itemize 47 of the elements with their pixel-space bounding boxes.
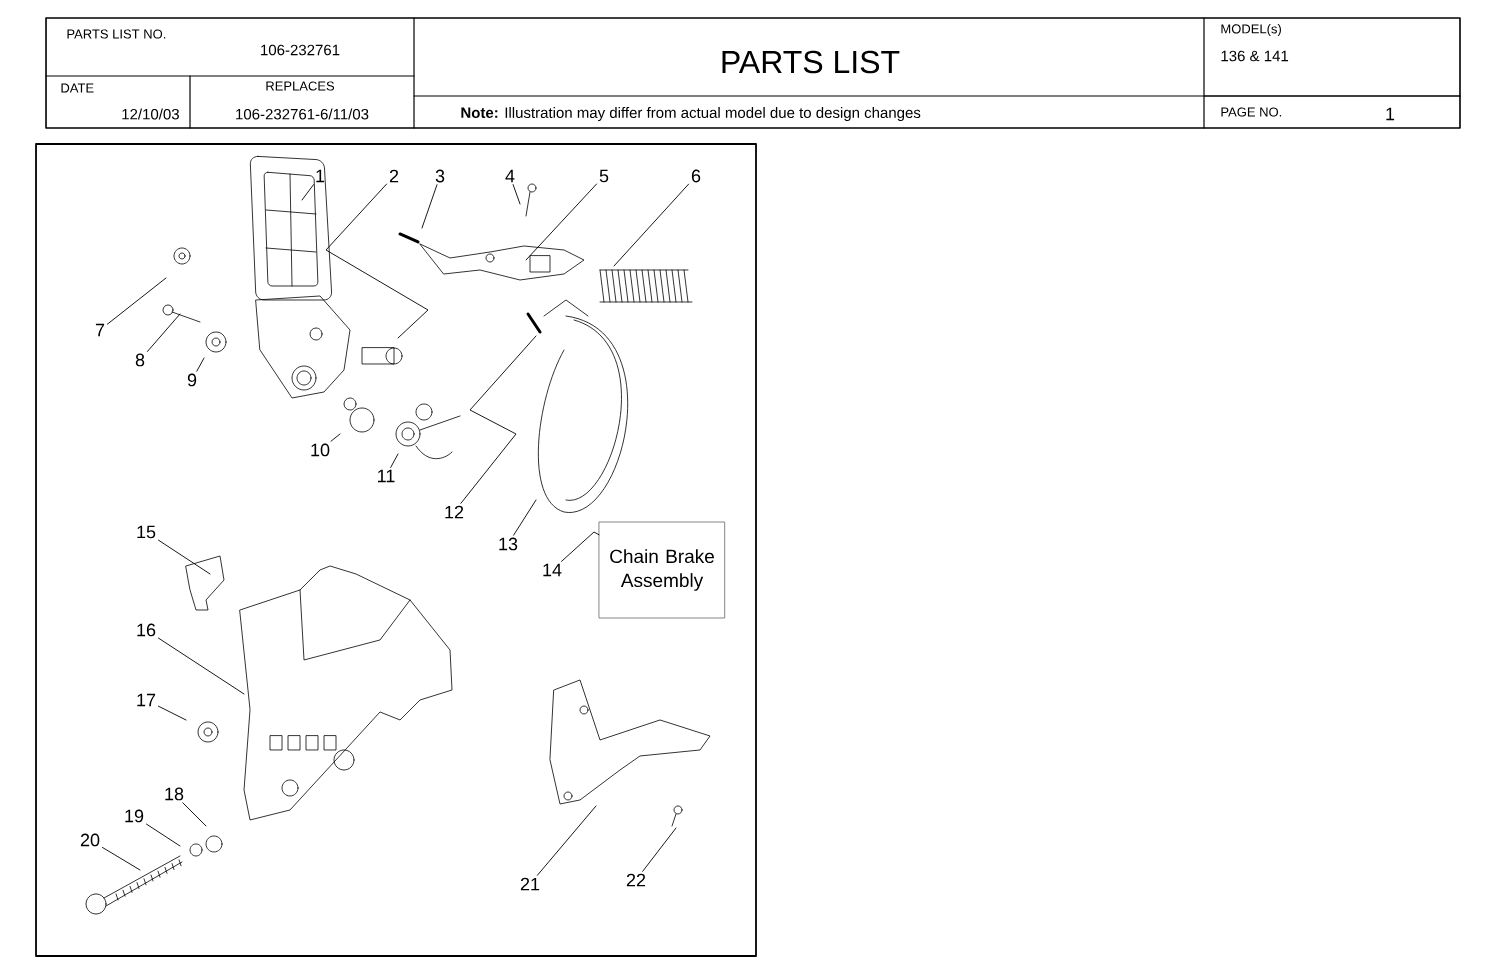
callout-number: 16 bbox=[137, 623, 156, 637]
leader-line bbox=[146, 823, 181, 847]
callout-number: 7 bbox=[95, 323, 105, 337]
leader-line bbox=[525, 183, 598, 261]
callout-number: 14 bbox=[543, 563, 562, 577]
callout-number: 2 bbox=[389, 169, 399, 183]
leader-line bbox=[107, 277, 167, 325]
callout-number: 11 bbox=[378, 469, 395, 483]
callout-number: 10 bbox=[311, 443, 330, 457]
leader-line bbox=[182, 802, 207, 827]
callout-number: 17 bbox=[137, 693, 156, 707]
leader-line bbox=[460, 335, 537, 504]
leader-line bbox=[158, 637, 245, 695]
leader-line bbox=[147, 313, 181, 352]
leader-line bbox=[102, 846, 141, 871]
leader-line bbox=[158, 705, 187, 721]
callout-number: 8 bbox=[135, 353, 145, 367]
callout-number: 13 bbox=[499, 537, 518, 551]
callout-number: 3 bbox=[435, 169, 445, 183]
leader-line bbox=[561, 531, 600, 562]
callout-number: 15 bbox=[137, 525, 156, 539]
callout-number: 6 bbox=[691, 169, 701, 183]
leader-line bbox=[325, 183, 429, 339]
callout-number: 19 bbox=[125, 809, 144, 823]
leader-line bbox=[330, 433, 341, 442]
leader-line bbox=[536, 805, 597, 876]
callout-number: 9 bbox=[187, 373, 197, 387]
assembly-box: Chain Brake Assembly bbox=[598, 521, 726, 619]
leader-line bbox=[512, 184, 521, 205]
callout-number: 1 bbox=[316, 169, 325, 183]
callout-number: 22 bbox=[626, 873, 646, 887]
callout-number: 12 bbox=[445, 505, 464, 519]
leader-line bbox=[196, 357, 205, 372]
leader-line bbox=[613, 183, 690, 267]
leader-line bbox=[513, 499, 537, 536]
leader-line bbox=[642, 827, 677, 872]
callout-number: 21 bbox=[520, 877, 540, 891]
callout-number: 5 bbox=[599, 169, 609, 183]
callout-number: 4 bbox=[505, 169, 515, 183]
leader-line bbox=[158, 539, 211, 575]
leader-line bbox=[301, 184, 314, 201]
callout-number: 20 bbox=[80, 833, 100, 847]
leader-line bbox=[421, 184, 438, 229]
callout-number: 18 bbox=[165, 787, 184, 801]
page-title: PARTS LIST bbox=[722, 50, 900, 74]
field-value: 1 bbox=[1386, 107, 1395, 121]
leader-line bbox=[390, 453, 399, 468]
